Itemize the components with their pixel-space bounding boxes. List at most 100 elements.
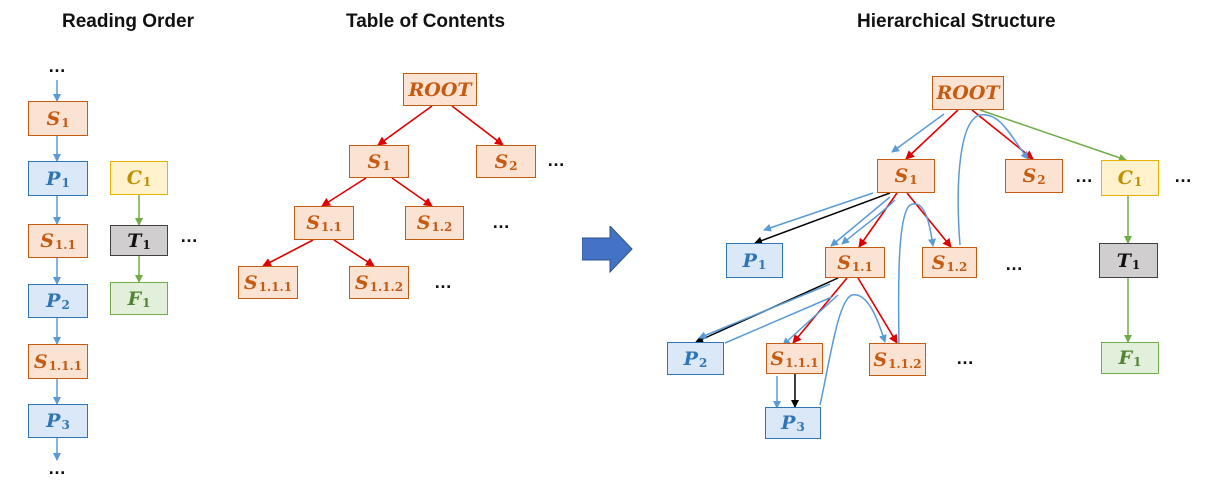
reading-order-ellipsis-top: … xyxy=(48,56,67,76)
hs-node-root: ROOT xyxy=(932,76,1004,110)
hs-ellipsis-level1-a: … xyxy=(1075,166,1094,186)
toc-node-s1-1-sub: 1.1 xyxy=(320,220,342,234)
hs-node-s2-letter: S xyxy=(1022,165,1037,187)
title-reading-order: Reading Order xyxy=(62,11,194,32)
hs-node-s2-sub: 2 xyxy=(1037,173,1046,187)
toc-node-s1-1-1-letter: S xyxy=(243,271,258,294)
ro-node-s1-letter: S xyxy=(46,107,61,130)
hs-node-f1-sub: 1 xyxy=(1133,355,1142,369)
hs-ellipsis-level2: … xyxy=(1005,254,1024,274)
toc-node-s1-1-letter: S xyxy=(306,212,320,234)
ro-node-p1-sub: 1 xyxy=(61,175,70,190)
toc-node-s1-letter: S xyxy=(367,150,382,173)
hs-node-s1-letter: S xyxy=(894,165,909,187)
hs-node-s1-1-letter: S xyxy=(837,251,851,274)
reading-order-ellipsis-side: … xyxy=(180,226,199,246)
toc-node-root: ROOT xyxy=(403,73,477,106)
hs-node-c1-letter: C xyxy=(1117,167,1133,189)
title-table-of-contents: Table of Contents xyxy=(346,11,506,32)
hs-node-s1-1-1-letter: S xyxy=(770,347,785,370)
hs-node-s1-1-2-sub: 1.1.2 xyxy=(888,356,922,371)
hs-node-s1-sub: 1 xyxy=(909,173,918,187)
hs-node-s1-2-letter: S xyxy=(931,251,946,274)
hs-node-p3-letter: P xyxy=(781,412,796,434)
ro-node-f1-sub: 1 xyxy=(142,295,151,310)
hs-node-p2-sub: 2 xyxy=(698,355,708,370)
toc-node-s1-1-2-letter: S xyxy=(354,271,369,294)
reading-order-ellipsis-bottom: … xyxy=(48,458,67,478)
toc-node-s2-sub: 2 xyxy=(509,158,518,173)
hs-ellipsis-level1-b: … xyxy=(1174,166,1193,186)
transition-arrow xyxy=(582,226,633,274)
ro-node-t1-letter: T xyxy=(127,229,142,252)
ro-node-s1-1-1-sub: 1.1.1 xyxy=(48,358,83,373)
ro-node-p3-letter: P xyxy=(46,410,61,432)
hs-node-s1-1-1-sub: 1.1.1 xyxy=(785,355,819,370)
hs-node-p3-sub: 3 xyxy=(796,420,805,434)
toc-ellipsis-level3: … xyxy=(434,272,453,292)
hs-node-c1-sub: 1 xyxy=(1133,175,1143,189)
ro-node-s1-1-sub: 1.1 xyxy=(54,238,76,252)
ro-node-c1-sub: 1 xyxy=(142,175,152,189)
hs-node-s1-1-sub: 1.1 xyxy=(851,259,873,274)
toc-ellipsis-level2: … xyxy=(492,212,511,232)
ro-node-p2-letter: P xyxy=(46,290,61,312)
toc-edges xyxy=(262,105,504,267)
ro-node-p3-sub: 3 xyxy=(61,418,70,432)
ro-node-p2-sub: 2 xyxy=(61,298,70,312)
toc-node-s1-1-2-sub: 1.1.2 xyxy=(369,279,404,294)
toc-node-s2-letter: S xyxy=(494,150,509,173)
toc-node-root-label: ROOT xyxy=(408,78,472,101)
ro-node-f1-letter: F xyxy=(127,287,142,310)
toc-node-s1-2-sub: 1.2 xyxy=(431,220,453,234)
ro-node-s1-1-letter: S xyxy=(40,230,54,252)
ro-node-s1-1-1-letter: S xyxy=(33,350,48,373)
hs-ellipsis-level3: … xyxy=(956,348,975,368)
ro-node-s1-sub: 1 xyxy=(61,115,70,130)
toc-node-s1-sub: 1 xyxy=(382,158,391,173)
toc-ellipsis-level1: … xyxy=(547,150,566,170)
hs-node-p2-letter: P xyxy=(683,347,698,370)
hs-node-p1-letter: P xyxy=(742,249,757,272)
ro-node-t1-sub: 1 xyxy=(142,237,151,252)
title-hierarchical-structure: Hierarchical Structure xyxy=(857,11,1056,32)
toc-node-s1-1-1-sub: 1.1.1 xyxy=(258,279,293,294)
hs-node-t1-letter: T xyxy=(1116,249,1131,272)
hs-node-s1-2-sub: 1.2 xyxy=(946,259,968,274)
hierarchy-figure-edges xyxy=(979,109,1132,343)
ro-node-p1-letter: P xyxy=(46,167,61,190)
hs-node-s1-1-2-letter: S xyxy=(873,348,888,371)
hs-node-t1-sub: 1 xyxy=(1131,257,1141,272)
hs-node-f1-letter: F xyxy=(1118,347,1133,369)
hs-node-root-label: ROOT xyxy=(936,82,1000,104)
toc-node-s1-2-letter: S xyxy=(416,212,431,234)
